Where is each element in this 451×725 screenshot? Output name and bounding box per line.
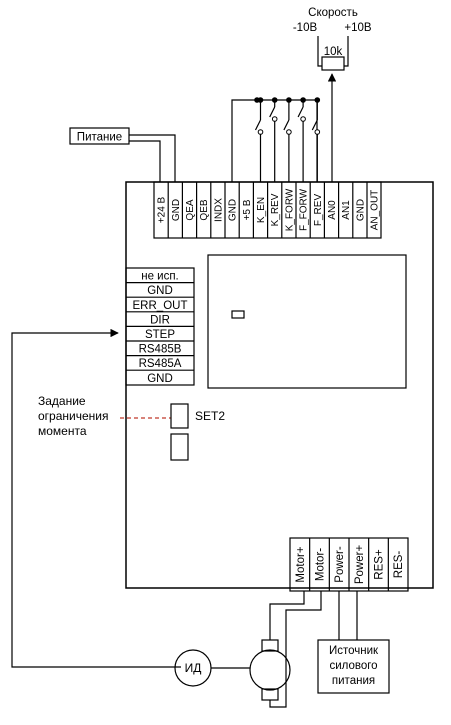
left-pin-1-gnd: GND — [147, 285, 173, 297]
supply-label-line-2: силового — [329, 660, 377, 672]
motor-brush-bottom — [261, 688, 279, 701]
inner-display-block — [207, 254, 407, 389]
torque-label-line-3: момента — [38, 424, 87, 438]
top-pin-9-k-forw: K_FORW — [284, 188, 295, 231]
switch-terminal-0 — [257, 129, 264, 135]
left-pin-4-step: STEP — [145, 329, 175, 341]
speed-title: Скорость — [308, 7, 358, 19]
top-pin-10-f-forw: F_FORW — [299, 188, 310, 231]
left-pin-0-не-исп: не исп. — [141, 271, 179, 283]
top-pin-11-f-rev: F_REV — [313, 194, 324, 227]
top-pin-12-an0: AN0 — [327, 200, 338, 220]
bus-node-2 — [286, 97, 292, 103]
step-wire — [11, 328, 181, 668]
power-supply-box — [317, 639, 390, 694]
power-supply: Источник силового питания — [317, 591, 390, 694]
left-terminal-block: не исп. GND ERR_OUT DIR STEP RS485B RS485A GND — [125, 267, 195, 386]
power-input: Питание — [69, 127, 176, 182]
supply-label-line-3: питания — [332, 675, 375, 687]
potentiometer-body — [321, 56, 345, 71]
inner-led — [231, 310, 245, 319]
speed-plus-label: +10В — [344, 22, 372, 34]
set2-switch — [170, 403, 189, 429]
torque-label-line-2: ограничения — [38, 409, 108, 423]
switch-terminal-2 — [286, 129, 292, 135]
top-pin-8-k-rev: K_REV — [270, 193, 281, 226]
bus-node-extra — [254, 97, 260, 103]
torque-limit: Задание ограничения момента SET2 — [38, 394, 225, 461]
top-pin-2-qea: QEA — [185, 199, 196, 220]
switch-contact-1 — [269, 106, 276, 118]
switch-terminal-4 — [314, 129, 321, 135]
bottom-pin-4-res: RES+ — [374, 549, 386, 580]
left-pin-2-err-out: ERR_OUT — [133, 300, 188, 312]
bottom-pin-5-res: RES- — [393, 551, 405, 579]
switch-terminal-1 — [271, 116, 278, 122]
bottom-pin-3-power: Power+ — [354, 545, 366, 585]
bottom-terminal-block: Motor+ Motor- Power- Power+ RES+ RES- — [289, 537, 409, 592]
top-pin-5-gnd: GND — [228, 199, 239, 221]
switch-contact-0 — [254, 119, 262, 131]
top-pin-0-24-в: +24 В — [157, 196, 168, 223]
motor-wiring: ИД — [174, 591, 322, 708]
power-label: Питание — [77, 132, 122, 144]
bottom-pin-1-motor: Motor- — [315, 548, 327, 581]
potentiometer-value: 10k — [324, 46, 343, 58]
switch-terminal-3 — [300, 116, 306, 122]
top-pin-7-k-en: K_EN — [256, 197, 267, 223]
top-pin-14-gnd: GND — [355, 199, 366, 221]
switch-contact-2 — [283, 119, 290, 131]
switch-contact-4 — [311, 119, 318, 131]
top-pin-1-gnd: GND — [171, 199, 182, 221]
top-pin-13-an1: AN1 — [341, 200, 352, 220]
set-switch-2 — [170, 433, 189, 461]
left-pin-6-rs485a: RS485A — [139, 358, 182, 370]
switch-bus — [231, 97, 321, 182]
left-pin-7-gnd: GND — [147, 373, 173, 385]
left-pin-5-rs485b: RS485B — [139, 344, 182, 356]
top-pin-15-an-out: AN_OUT — [370, 190, 381, 231]
motor-icon — [249, 649, 291, 691]
top-pin-4-indx: INDX — [213, 198, 224, 222]
top-pin-3-qeb: QEB — [199, 199, 210, 220]
bottom-pin-2-power: Power- — [334, 546, 346, 583]
set2-label: SET2 — [195, 409, 225, 423]
bottom-pin-0-motor: Motor+ — [295, 546, 307, 582]
motor-brush-top — [261, 639, 279, 652]
bus-node-4 — [314, 97, 321, 103]
power-label-box — [69, 127, 130, 145]
supply-label-line-1: Источник — [329, 645, 379, 657]
speed-minus-label: -10В — [293, 22, 318, 34]
left-pin-3-dir: DIR — [150, 314, 170, 326]
top-pin-6-5-в: +5 В — [242, 199, 253, 220]
encoder-label: ИД — [185, 661, 202, 675]
encoder-icon — [174, 649, 212, 687]
torque-label-line-1: Задание — [38, 394, 86, 408]
bus-node-3 — [300, 97, 306, 103]
bus-node-1 — [271, 97, 278, 103]
switch-contact-3 — [297, 106, 304, 118]
speed-potentiometer: Скорость -10В +10В 10k — [293, 7, 372, 182]
